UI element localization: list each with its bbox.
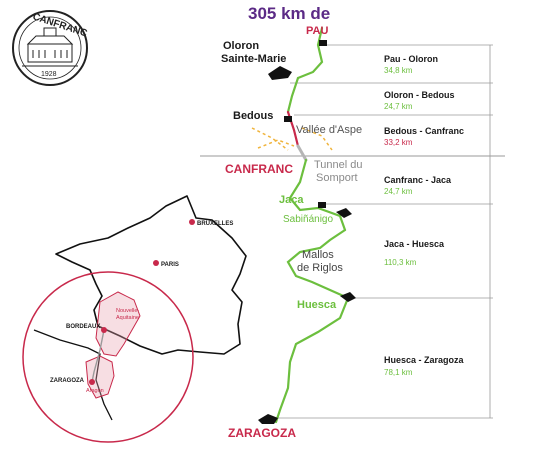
station-markers: [258, 40, 356, 424]
region-aragon: [85, 355, 115, 399]
segment-list: Pau - Oloron 34,8 km Oloron - Bedous 24,…: [384, 54, 465, 377]
segment-distance: 33,2 km: [384, 138, 413, 147]
label-tunnel-1: Tunnel du: [314, 159, 363, 171]
segment-brackets: [200, 44, 505, 419]
label-vallee-aspe: Vallée d'Aspe: [296, 124, 362, 136]
label-bedous: Bedous: [233, 110, 273, 122]
segment-distance: 110,3 km: [384, 258, 417, 267]
label-oloron-1: Oloron: [223, 40, 259, 52]
station-jaca-marker: [318, 202, 326, 208]
spain-edge: [33, 329, 113, 421]
dashed-routes: [251, 127, 333, 151]
inset-circle: [22, 271, 194, 443]
label-jaca: Jaca: [279, 194, 304, 206]
segment-name: Canfranc - Jaca: [384, 175, 452, 185]
segment-name: Jaca - Huesca: [384, 239, 445, 249]
segment-distance: 34,8 km: [384, 66, 413, 75]
segment-name: Pau - Oloron: [384, 54, 438, 64]
inset-map: BRUXELLES PARIS BORDEAUX ZARAGOZA Nouvel…: [22, 195, 247, 443]
france-outline: [55, 195, 247, 355]
marker-bruxelles: [189, 219, 195, 225]
inset-label-paris: PARIS: [161, 262, 179, 268]
segment-distance: 24,7 km: [384, 187, 413, 196]
label-zaragoza: ZARAGOZA: [228, 426, 296, 440]
label-huesca: Huesca: [297, 299, 337, 311]
label-mallos-2: de Riglos: [297, 262, 343, 274]
station-zaragoza-marker: [258, 414, 278, 424]
label-sabinanigo: Sabiñánigo: [283, 214, 333, 225]
canfranc-logo-icon: CANFRANC 1928: [12, 10, 88, 86]
inset-label-bordeaux: BORDEAUX: [66, 324, 100, 330]
label-tunnel-2: Somport: [316, 172, 358, 184]
station-sabinanigo-marker: [336, 208, 352, 218]
label-pau: PAU: [306, 25, 328, 37]
marker-paris: [153, 260, 159, 266]
segment-name: Huesca - Zaragoza: [384, 355, 465, 365]
segment-name: Oloron - Bedous: [384, 90, 455, 100]
marker-zaragoza-inset: [89, 379, 95, 385]
inset-route: [91, 329, 105, 383]
label-canfranc: CANFRANC: [225, 162, 293, 176]
station-oloron-marker: [268, 66, 292, 80]
map-title: 305 km de: [248, 4, 330, 23]
inset-label-bruxelles: BRUXELLES: [197, 221, 233, 227]
label-oloron-2: Sainte-Marie: [221, 53, 286, 65]
inset-label-region1-2: Aquitaine: [116, 315, 139, 321]
segment-name: Bedous - Canfranc: [384, 126, 464, 136]
segment-distance: 78,1 km: [384, 368, 413, 377]
station-pau-marker: [319, 40, 327, 46]
logo-subtext: 1928: [41, 71, 57, 78]
station-huesca-marker: [340, 292, 356, 302]
inset-label-region1-1: Nouvelle-: [116, 308, 139, 314]
marker-bordeaux: [101, 327, 107, 333]
segment-distance: 24,7 km: [384, 102, 413, 111]
route-line: [274, 26, 350, 424]
inset-label-region2: Aragon: [86, 388, 104, 394]
label-mallos-1: Mallos: [302, 249, 334, 261]
station-bedous-marker: [284, 116, 292, 122]
region-nouvelle-aquitaine: [95, 291, 141, 357]
inset-label-zaragoza: ZARAGOZA: [50, 378, 85, 384]
